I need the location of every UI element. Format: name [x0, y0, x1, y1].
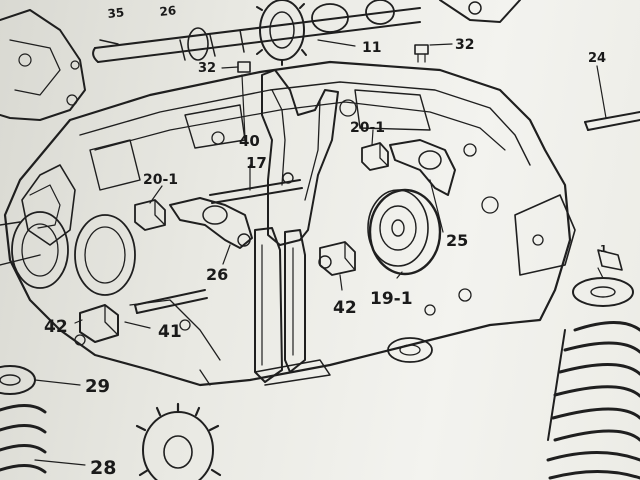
- valve-spring-right: [546, 249, 640, 480]
- block-42-center: [318, 241, 356, 276]
- block-42-left: [79, 304, 119, 343]
- label-26-top: 26: [159, 3, 177, 19]
- bolt-32-right: [414, 44, 429, 63]
- label-20-1-right: 20-1: [350, 120, 385, 136]
- label-19-1: 19-1: [370, 289, 413, 309]
- block-20-1-right: [361, 142, 389, 171]
- top-left-cover-fragment: [0, 9, 86, 121]
- label-24: 24: [588, 51, 606, 66]
- label-32-left: 32: [198, 61, 216, 76]
- pushrod-24: [584, 111, 640, 131]
- cam-sprocket: [256, 0, 307, 66]
- bolt-32-left: [237, 61, 251, 73]
- rocker-arm-left: [169, 197, 253, 249]
- washer: [387, 337, 433, 363]
- label-1: 1: [600, 244, 607, 255]
- cylinder-head: [0, 60, 576, 387]
- bottom-sprocket: [135, 402, 222, 480]
- rocker-shaft-17: [209, 179, 303, 204]
- label-42-center: 42: [333, 298, 357, 318]
- block-20-1-left: [134, 199, 166, 231]
- leader-lines: [34, 39, 607, 466]
- rocker-shaft-41: [134, 289, 208, 314]
- cam-disc-19-1: [367, 188, 442, 276]
- rocker-arm-right: [389, 139, 456, 196]
- rocker-bracket-40: [261, 69, 339, 246]
- label-35: 35: [107, 5, 125, 21]
- label-26-middle: 26: [206, 265, 228, 284]
- lower-bracket: [254, 227, 331, 386]
- label-32-right: 32: [455, 37, 474, 53]
- label-28: 28: [90, 457, 116, 479]
- top-right-cover-fragment: [439, 0, 521, 23]
- label-29: 29: [85, 376, 110, 397]
- camshaft: [92, 0, 421, 63]
- label-17: 17: [246, 154, 267, 172]
- label-20-1-left: 20-1: [143, 172, 178, 188]
- label-25: 25: [446, 231, 468, 250]
- valve-spring-left: [0, 365, 47, 474]
- label-41: 41: [158, 322, 182, 342]
- label-40: 40: [239, 132, 260, 150]
- label-42-left: 42: [44, 317, 68, 337]
- part-labels: 35 26 11 32 32 24 40 20-1 17 20-1 25 26 …: [44, 3, 607, 479]
- label-11: 11: [362, 40, 381, 56]
- pin-35: [99, 39, 119, 45]
